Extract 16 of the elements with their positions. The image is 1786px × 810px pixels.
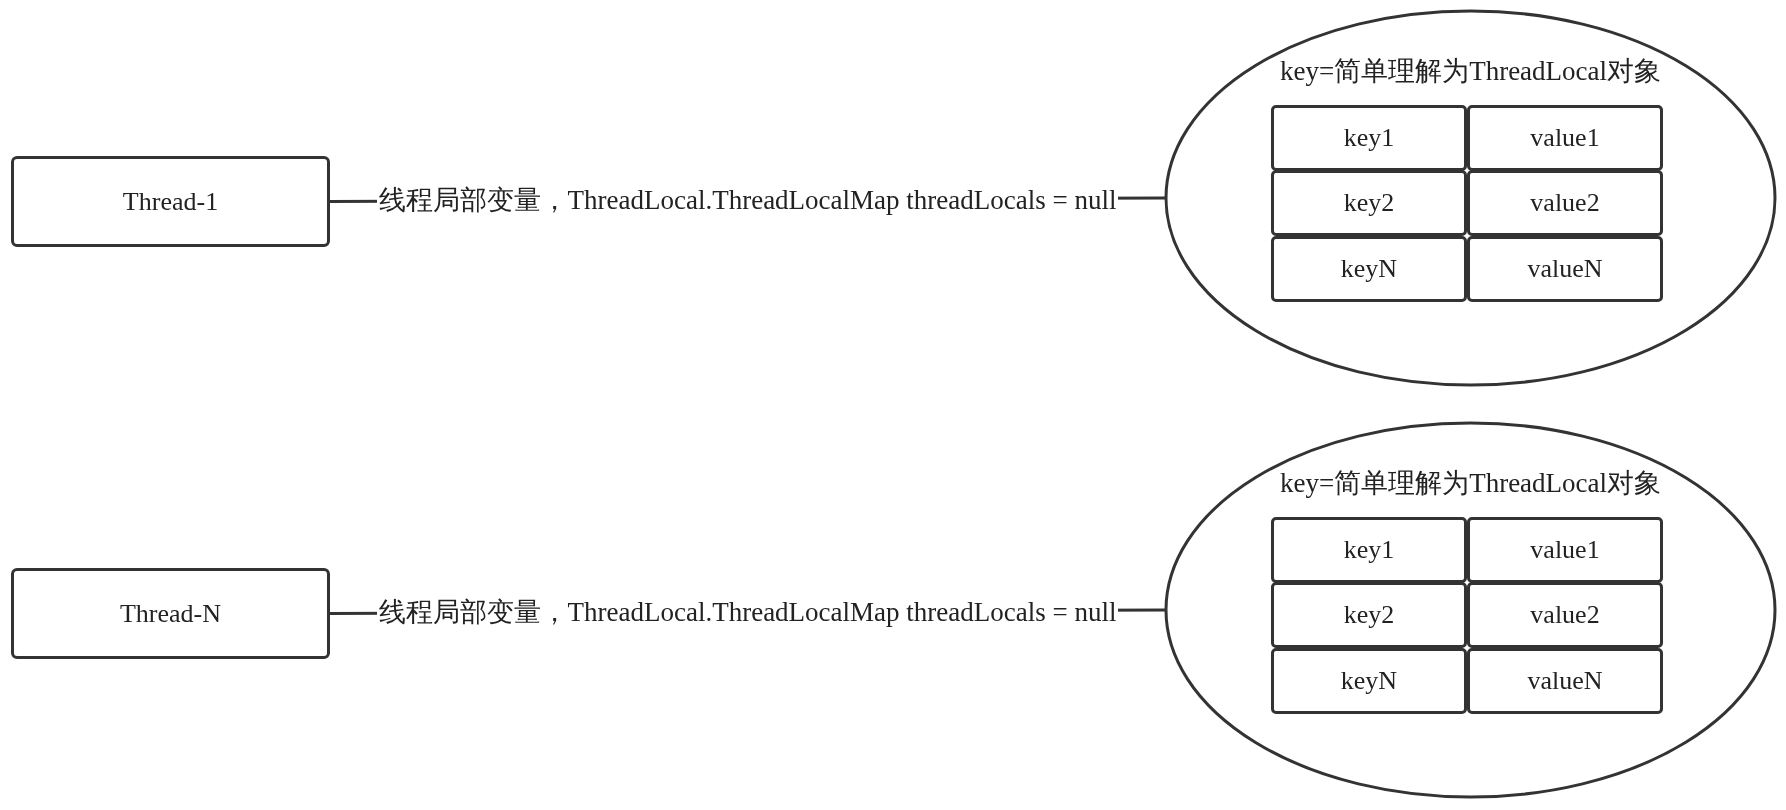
- table-cell: valueN: [1467, 648, 1663, 714]
- table-cell: value2: [1467, 170, 1663, 236]
- ellipse-heading: key=简单理解为ThreadLocal对象: [1279, 467, 1662, 500]
- table-cell: keyN: [1271, 648, 1467, 714]
- table-cell: key2: [1271, 582, 1467, 648]
- table-cell: value2: [1467, 582, 1663, 648]
- table-cell: valueN: [1467, 236, 1663, 302]
- thread-box: Thread-1: [11, 156, 330, 247]
- table-cell: key1: [1271, 517, 1467, 583]
- table-cell: key2: [1271, 170, 1467, 236]
- ellipse-heading: key=简单理解为ThreadLocal对象: [1279, 55, 1662, 88]
- table-cell: key1: [1271, 105, 1467, 171]
- thread-box: Thread-N: [11, 568, 330, 659]
- table-cell: value1: [1467, 105, 1663, 171]
- table-cell: keyN: [1271, 236, 1467, 302]
- table-cell: value1: [1467, 517, 1663, 583]
